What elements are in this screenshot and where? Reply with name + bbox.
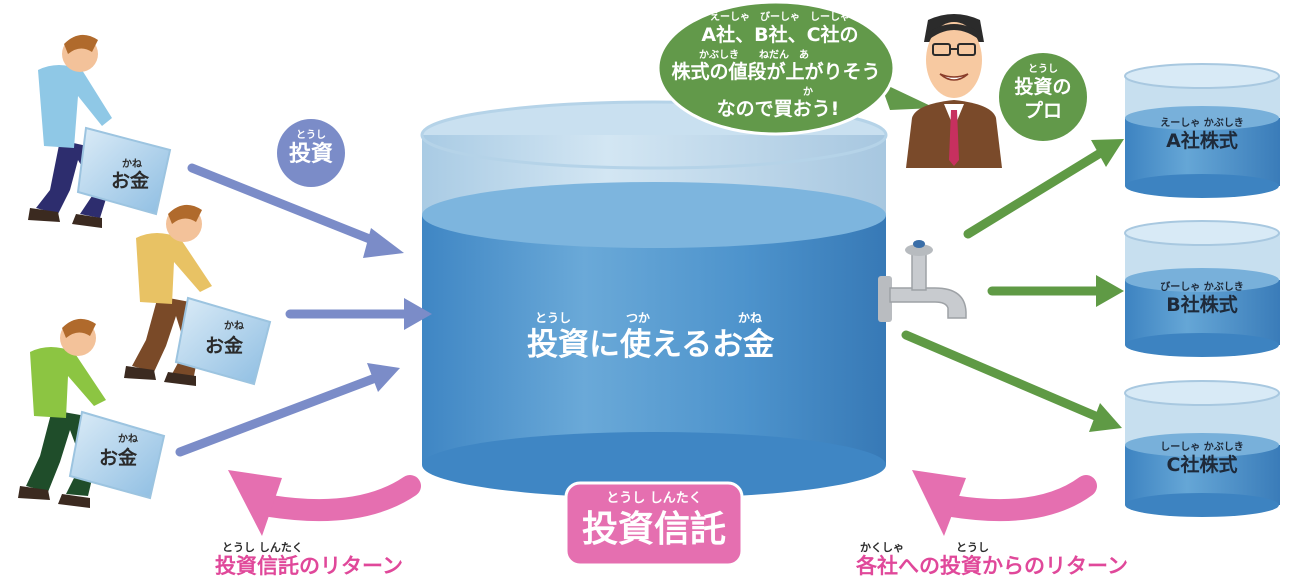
investor-3 bbox=[18, 318, 166, 508]
investor-2 bbox=[124, 204, 272, 386]
stock-tank-c bbox=[1124, 380, 1280, 517]
stock-a-reading: えーしゃ かぶしき bbox=[1160, 118, 1244, 129]
return-companies-reading-2: とうし bbox=[956, 541, 989, 554]
stock-b-label: B社株式 bbox=[1166, 294, 1238, 316]
tank-reading-2: つか bbox=[626, 311, 651, 325]
investment-arrow-2 bbox=[285, 298, 432, 330]
invest-badge-label: 投資 bbox=[288, 142, 334, 167]
green-arrow-a bbox=[963, 139, 1124, 239]
fund-badge-label: 投資信託 bbox=[581, 509, 727, 550]
pro-badge-line2: プロ bbox=[1023, 100, 1063, 122]
stock-c-reading: しーしゃ かぶしき bbox=[1160, 442, 1244, 453]
tank-reading-3: かね bbox=[738, 311, 763, 325]
investment-pro-avatar bbox=[906, 14, 1002, 168]
bucket-reading-1: かね bbox=[122, 159, 142, 170]
investor-1 bbox=[28, 34, 172, 228]
return-companies-reading-1: かくしゃ bbox=[860, 541, 904, 554]
stock-a-label: A社株式 bbox=[1166, 130, 1238, 152]
bucket-reading-2: かね bbox=[224, 321, 244, 332]
invest-badge-reading: とうし bbox=[296, 130, 326, 141]
faucet-icon bbox=[878, 240, 967, 322]
green-arrow-b bbox=[987, 275, 1124, 307]
investment-arrow-1 bbox=[187, 163, 404, 258]
stock-b-reading: びーしゃ かぶしき bbox=[1160, 282, 1244, 293]
investment-arrow-3 bbox=[175, 363, 400, 457]
return-fund-reading: とうし しんたく bbox=[222, 541, 303, 554]
tank-reading-1: とうし bbox=[535, 311, 572, 325]
big-tank bbox=[420, 100, 888, 498]
green-arrow-c bbox=[901, 330, 1122, 432]
tank-label: 投資に使えるお金 bbox=[527, 327, 775, 363]
speech-line2-reading: かぶしき ねだん あ bbox=[699, 50, 809, 61]
investment-pro-badge bbox=[999, 53, 1087, 141]
bucket-label-3: お金 bbox=[98, 447, 138, 469]
return-arrow-companies bbox=[912, 470, 1097, 536]
speech-bubble bbox=[656, 0, 935, 136]
fund-badge-reading: とうし しんたく bbox=[606, 491, 702, 506]
bucket-label-2: お金 bbox=[204, 335, 244, 357]
stock-tank-a bbox=[1124, 63, 1280, 198]
speech-line3-reading: か bbox=[803, 87, 813, 98]
bucket-reading-3: かね bbox=[118, 434, 138, 445]
pro-badge-line1: 投資の bbox=[1014, 76, 1072, 98]
return-companies-label: 各社への投資からのリターン bbox=[856, 554, 1128, 578]
pro-badge-reading: とうし bbox=[1028, 64, 1058, 75]
speech-line2: 株式の値段が上がりそう bbox=[671, 61, 881, 83]
stock-c-label: C社株式 bbox=[1166, 454, 1238, 476]
speech-line3: なので買おう! bbox=[716, 98, 840, 120]
speech-line1-reading: えーしゃ びーしゃ しーしゃ bbox=[710, 12, 850, 23]
speech-line1: A社、B社、C社の bbox=[701, 24, 859, 46]
invest-badge bbox=[277, 119, 345, 187]
return-arrow-fund bbox=[228, 470, 421, 536]
return-fund-label: 投資信託のリターン bbox=[215, 554, 403, 578]
fund-badge bbox=[564, 481, 744, 567]
bucket-label-1: お金 bbox=[110, 170, 150, 192]
stock-tank-b bbox=[1124, 220, 1280, 357]
